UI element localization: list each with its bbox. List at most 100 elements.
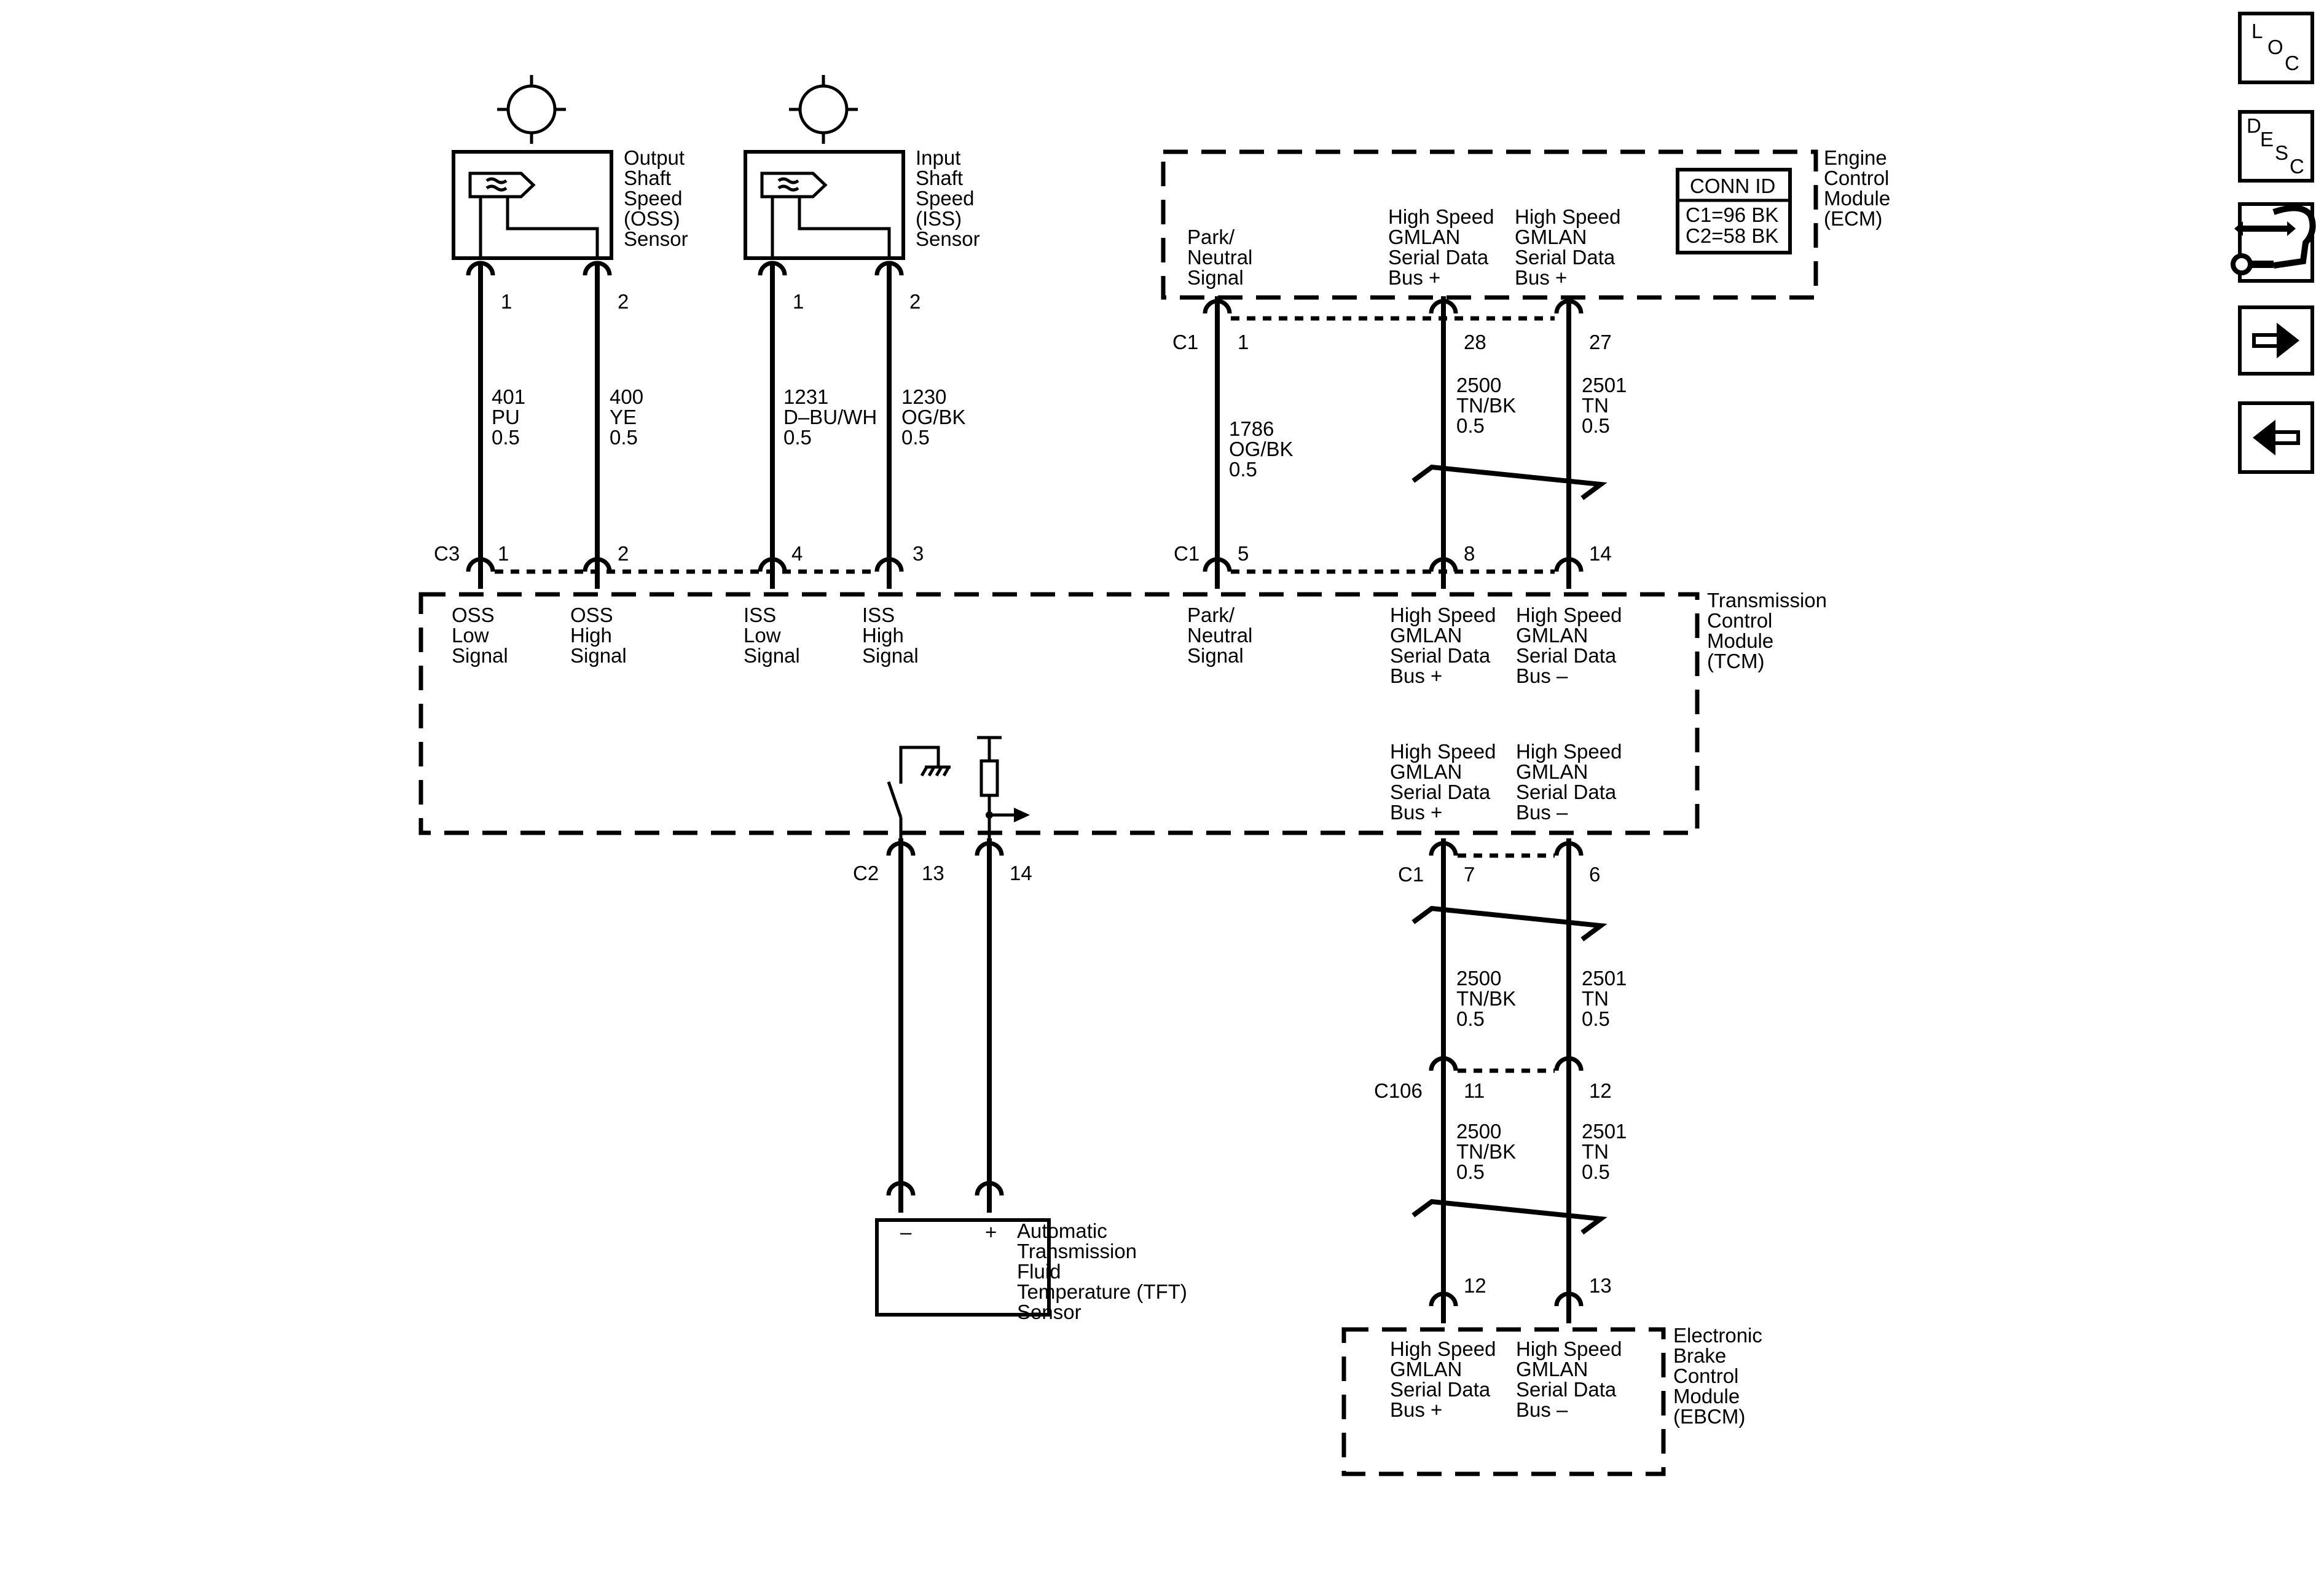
wire-2501-ecm-circuit: 2501	[1582, 374, 1627, 396]
tcm-gmlan-minus-top-2: GMLAN	[1516, 624, 1588, 647]
ebcm-label-4: Module	[1673, 1385, 1740, 1408]
ecm-gmlan-plus-b-3: Serial Data	[1515, 246, 1615, 269]
tcm-park-neutral-2: Neutral	[1187, 624, 1252, 647]
connector-c106-label: C106	[1374, 1079, 1423, 1102]
tft-wires: C2 13 14	[853, 838, 1032, 1213]
iss-low-2: Low	[744, 624, 781, 647]
wire-401-circuit: 401	[492, 385, 525, 408]
iss-label-2: Shaft	[916, 167, 963, 189]
ecm-connector-c1-label: C1	[1172, 331, 1198, 353]
iss-high-3: Signal	[862, 644, 919, 667]
ebcm-gmlan-minus-1: High Speed	[1516, 1337, 1622, 1360]
tcm-label-1: Transmission	[1707, 589, 1827, 612]
loc-letter-o: O	[2267, 36, 2283, 58]
tft-plus-terminal: +	[985, 1221, 997, 1243]
iss-sensor-symbol-icon	[760, 171, 891, 258]
previous-button[interactable]	[2238, 401, 2314, 474]
ebcm-gmlan-minus-2: GMLAN	[1516, 1358, 1588, 1380]
oss-sensor: Output Shaft Speed (OSS) Sensor	[452, 75, 688, 260]
conn-id-row-1: C1=96 BK	[1686, 203, 1778, 226]
desc-button[interactable]: D E S C	[2238, 110, 2314, 183]
ecm-pin-27: 27	[1589, 331, 1612, 353]
wire-2501-mid-circuit: 2501	[1582, 967, 1627, 990]
c106-pin-11: 11	[1464, 1079, 1485, 1102]
wire-2501-low-circuit: 2501	[1582, 1120, 1627, 1143]
ebcm-gmlan-minus-3: Serial Data	[1516, 1378, 1617, 1401]
tcm-gmlan-plus-top-1: High Speed	[1390, 604, 1496, 626]
tcm-label-4: (TCM)	[1707, 650, 1764, 672]
ecm-park-neutral-3: Signal	[1187, 266, 1244, 289]
iss-location-icon	[789, 75, 858, 144]
tcm-pin-8: 8	[1464, 542, 1475, 565]
previous-arrow-icon	[2253, 420, 2300, 455]
tft-minus-terminal: –	[900, 1221, 912, 1243]
tcm-gmlan-plus-bottom-1: High Speed	[1390, 740, 1496, 763]
wire-1786-color: OG/BK	[1229, 438, 1294, 460]
iss-low-3: Signal	[744, 644, 800, 667]
tft-label-4: Temperature (TFT)	[1017, 1280, 1187, 1303]
tft-label-2: Transmission	[1017, 1240, 1137, 1262]
wire-2500-mid-circuit: 2500	[1456, 967, 1501, 990]
conn-id-title: CONN ID	[1690, 175, 1775, 197]
gmlan-ebcm-wires: C1 7 6 2500 TN/BK 0.5 2501 TN 0.5 C106 1…	[1374, 838, 1627, 1323]
tcm-pin-14: 14	[1589, 542, 1612, 565]
desc-letter-s: S	[2275, 141, 2288, 164]
ecm-module: Engine Control Module (ECM) Park/ Neutra…	[1161, 146, 1890, 300]
tcm-pin-5: 5	[1238, 542, 1249, 565]
wire-2500-ecm-circuit: 2500	[1456, 374, 1501, 396]
next-button[interactable]	[2238, 305, 2314, 376]
loc-button[interactable]: L O C	[2238, 12, 2314, 84]
oss-low-3: Signal	[452, 644, 508, 667]
iss-label-5: Sensor	[916, 227, 980, 250]
tcm-label-2: Control	[1707, 609, 1772, 632]
ebcm-pin-13: 13	[1589, 1274, 1612, 1297]
wire-2500-mid-color: TN/BK	[1456, 987, 1516, 1010]
iss-high-2: High	[862, 624, 904, 647]
iss-label-3: Speed	[916, 187, 974, 210]
tcm-park-neutral-3: Signal	[1187, 644, 1244, 667]
c1-pin-6: 6	[1589, 863, 1600, 886]
c3-pin-1: 1	[498, 542, 509, 565]
c3-pin-2: 2	[618, 542, 629, 565]
tcm-gmlan-minus-top-3: Serial Data	[1516, 644, 1617, 667]
tcm-park-neutral-1: Park/	[1187, 604, 1235, 626]
iss-high-1: ISS	[862, 604, 895, 626]
iss-sensor: Input Shaft Speed (ISS) Sensor	[744, 75, 980, 260]
desc-letter-c: C	[2290, 155, 2304, 178]
oss-label-4: (OSS)	[624, 207, 680, 230]
desc-letter-d: D	[2247, 114, 2261, 137]
ebcm-module: Electronic Brake Control Module (EBCM) H…	[1341, 1324, 1762, 1476]
iss-pin-2: 2	[909, 290, 921, 313]
oss-label-2: Shaft	[624, 167, 671, 189]
c2-pin-13: 13	[922, 862, 944, 884]
ecm-park-neutral-1: Park/	[1187, 226, 1235, 248]
tft-label-3: Fluid	[1017, 1260, 1061, 1283]
wire-1231-gauge: 0.5	[783, 426, 812, 449]
loc-letter-c: C	[2285, 52, 2299, 74]
tcm-gmlan-minus-top-1: High Speed	[1516, 604, 1622, 626]
ecm-label-2: Control	[1824, 167, 1889, 189]
oss-high-3: Signal	[570, 644, 627, 667]
wire-1786-circuit: 1786	[1229, 417, 1274, 440]
connector-repair-button[interactable]	[2231, 202, 2316, 283]
oss-high-2: High	[570, 624, 612, 647]
tft-label-1: Automatic	[1017, 1219, 1107, 1242]
wire-401-color: PU	[492, 406, 520, 428]
wire-1231-circuit: 1231	[783, 385, 828, 408]
wire-400-circuit: 400	[610, 385, 643, 408]
iss-label-1: Input	[916, 146, 960, 169]
ecm-label-3: Module	[1824, 187, 1890, 210]
c1-pin-7: 7	[1464, 863, 1475, 886]
wire-1231-color: D–BU/WH	[783, 406, 877, 428]
tft-sensor: – + Automatic Transmission Fluid Tempera…	[875, 1218, 1187, 1323]
tcm-gmlan-minus-bottom-4: Bus –	[1516, 801, 1568, 824]
twisted-pair-icon	[1411, 464, 1608, 500]
ebcm-label-1: Electronic	[1673, 1324, 1762, 1347]
wire-2501-mid-gauge: 0.5	[1582, 1007, 1610, 1030]
ecm-label-1: Engine	[1824, 146, 1887, 169]
wire-2500-ecm-color: TN/BK	[1456, 394, 1516, 417]
ebcm-pin-12: 12	[1464, 1274, 1486, 1297]
conn-id-row-2: C2=58 BK	[1686, 224, 1778, 247]
ecm-gmlan-plus-a-3: Serial Data	[1388, 246, 1489, 269]
tcm-gmlan-minus-top-4: Bus –	[1516, 664, 1568, 687]
